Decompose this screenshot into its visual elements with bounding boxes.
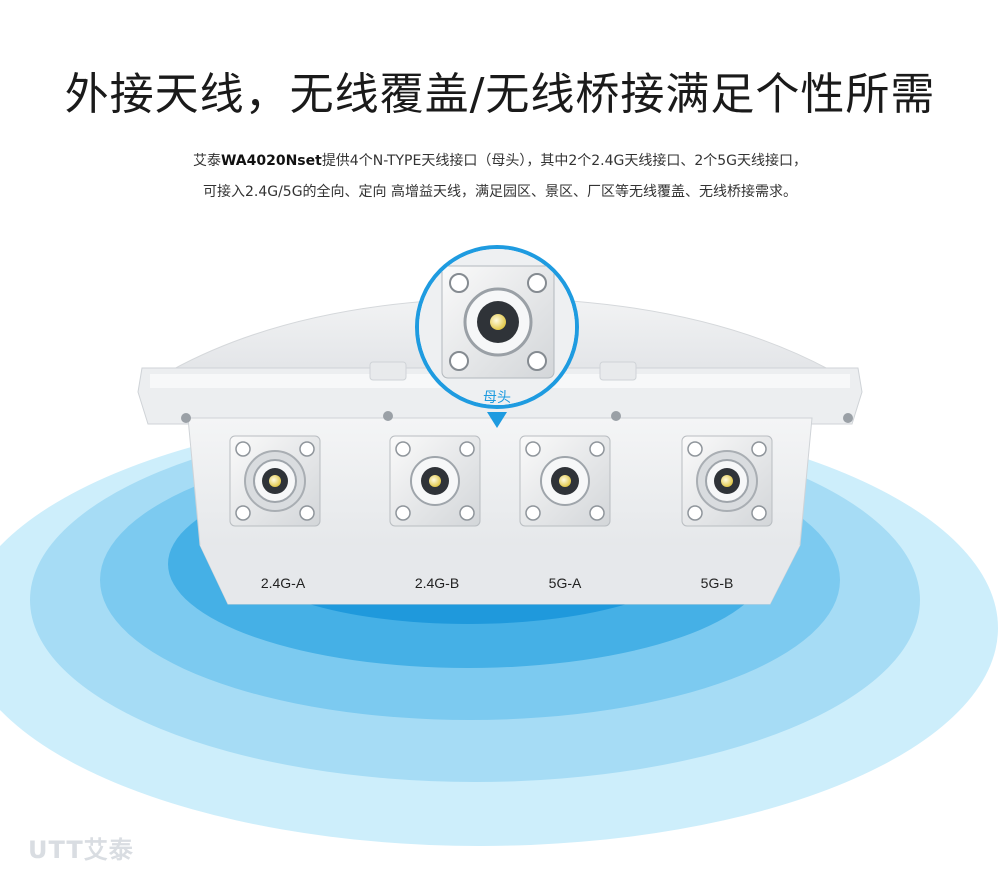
female-connector-closeup	[441, 265, 555, 379]
description-line-2: 可接入2.4G/5G的全向、定向 高增益天线，满足园区、景区、厂区等无线覆盖、无…	[202, 184, 798, 200]
description-line-1: 艾泰WA4020Nset提供4个N-TYPE天线接口（母头），其中2个2.4G天…	[0, 150, 1000, 170]
page-headline: 外接天线，无线覆盖/无线桥接满足个性所需	[64, 69, 936, 120]
antenna-port-5g-a	[519, 435, 611, 527]
description-brand: 艾泰	[192, 153, 221, 169]
antenna-port-2.4g-a	[229, 435, 321, 527]
antenna-port-group	[229, 435, 773, 527]
port-label-5g-b: 5G-B	[701, 575, 734, 591]
callout-magnifier: 母头	[415, 245, 579, 428]
antenna-port-5g-b	[681, 435, 773, 527]
port-label-5g-a: 5G-A	[549, 575, 582, 591]
callout-pointer	[487, 412, 507, 428]
antenna-port-2.4g-b	[389, 435, 481, 527]
port-label-2.4g-a: 2.4G-A	[261, 575, 306, 591]
port-label-group: 2.4G-A 2.4G-B 5G-A 5G-B	[261, 575, 734, 591]
description-line-1-text: 提供4个N-TYPE天线接口（母头），其中2个2.4G天线接口、2个5G天线接口…	[321, 153, 808, 169]
description-model: WA4020Nset	[220, 153, 322, 169]
callout-label: 母头	[483, 389, 511, 405]
brand-watermark: UTT艾泰	[28, 836, 134, 864]
port-label-2.4g-b: 2.4G-B	[415, 575, 459, 591]
